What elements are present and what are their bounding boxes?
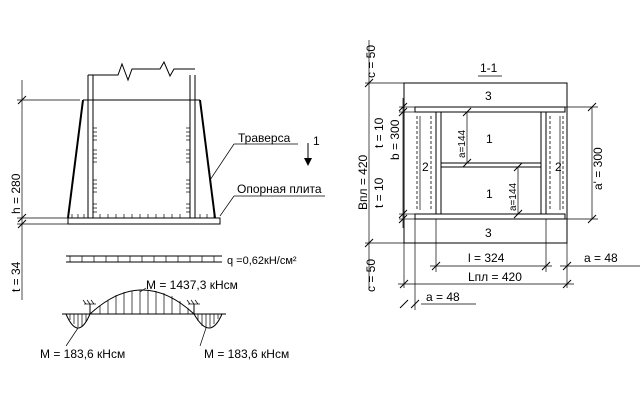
dim-a144-bottom: a=144 bbox=[508, 182, 519, 211]
plate-weld-ticks bbox=[71, 214, 215, 218]
traverse-left bbox=[67, 99, 84, 219]
dim-a48-left: a = 48 bbox=[426, 290, 460, 304]
zone-2-right: 2 bbox=[555, 160, 562, 174]
span-moment-curve bbox=[89, 289, 195, 315]
moment-right-label: M = 183,6 кНсм bbox=[204, 347, 289, 361]
dim-a-prime: a' = 300 bbox=[591, 147, 605, 190]
weld-marks-left bbox=[93, 127, 97, 213]
moment-mid-label: M = 1437,3 кНсм bbox=[146, 278, 238, 292]
dim-t-top: t = 10 bbox=[372, 117, 386, 148]
dim-l: l = 324 bbox=[468, 251, 505, 265]
dim-l-plate: Lпл = 420 bbox=[468, 270, 522, 284]
dim-t: t = 34 bbox=[9, 261, 23, 292]
section-title: 1-1 bbox=[480, 61, 498, 75]
load-label: q =0,62кН/см² bbox=[227, 255, 297, 267]
dim-c-top: c = 50 bbox=[364, 45, 378, 78]
dim-c-bottom: c = 50 bbox=[364, 259, 378, 292]
dim-a48-right: a = 48 bbox=[584, 251, 618, 265]
zone-1-bottom: 1 bbox=[486, 187, 493, 201]
section-arrow-icon bbox=[304, 158, 312, 166]
weld-marks-right bbox=[186, 127, 190, 213]
flange-bottom bbox=[414, 213, 566, 220]
zone-2-left: 2 bbox=[422, 160, 429, 174]
traverse-right-plan bbox=[540, 111, 547, 215]
cantilever-hatch bbox=[69, 314, 219, 328]
section-marker: 1 bbox=[313, 134, 320, 148]
base-elevation: Траверса Опорная плита 1 bbox=[67, 60, 325, 225]
traverse-label: Траверса bbox=[238, 131, 291, 145]
load-arrows bbox=[69, 256, 215, 262]
load-diagram: q =0,62кН/см² bbox=[66, 255, 297, 267]
traverse-left-plan bbox=[435, 111, 442, 215]
dim-t-bottom: t = 10 bbox=[372, 177, 386, 208]
plan-welds bbox=[416, 116, 564, 210]
zone-1-top: 1 bbox=[486, 132, 493, 146]
column-web bbox=[440, 162, 542, 168]
dim-b: b = 300 bbox=[388, 119, 402, 160]
moment-diagram: M = 1437,3 кНсм M = 183,6 кНсм M = 183,6… bbox=[40, 278, 289, 361]
dim-h: h = 280 bbox=[9, 173, 23, 214]
flange-top bbox=[414, 106, 566, 113]
traverse-right bbox=[199, 99, 216, 219]
dim-a144-top: a=144 bbox=[457, 129, 468, 158]
plan-section: 1-1 3 3 2 2 1 1 a=144 bbox=[356, 40, 640, 310]
zone-3-bottom: 3 bbox=[485, 226, 492, 240]
cantilever-right-curve bbox=[193, 313, 223, 329]
base-plate-label: Опорная плита bbox=[237, 182, 322, 196]
moment-left-label: M = 183,6 кНсм bbox=[40, 347, 125, 361]
plate-outline bbox=[403, 82, 568, 244]
dim-b-plate: Bпл = 420 bbox=[356, 154, 370, 210]
zone-3-top: 3 bbox=[485, 89, 492, 103]
break-line bbox=[88, 60, 195, 82]
base-plate bbox=[67, 217, 221, 225]
elevation-dimensions: h = 280 t = 34 bbox=[9, 80, 80, 300]
span-hatch bbox=[99, 290, 189, 314]
